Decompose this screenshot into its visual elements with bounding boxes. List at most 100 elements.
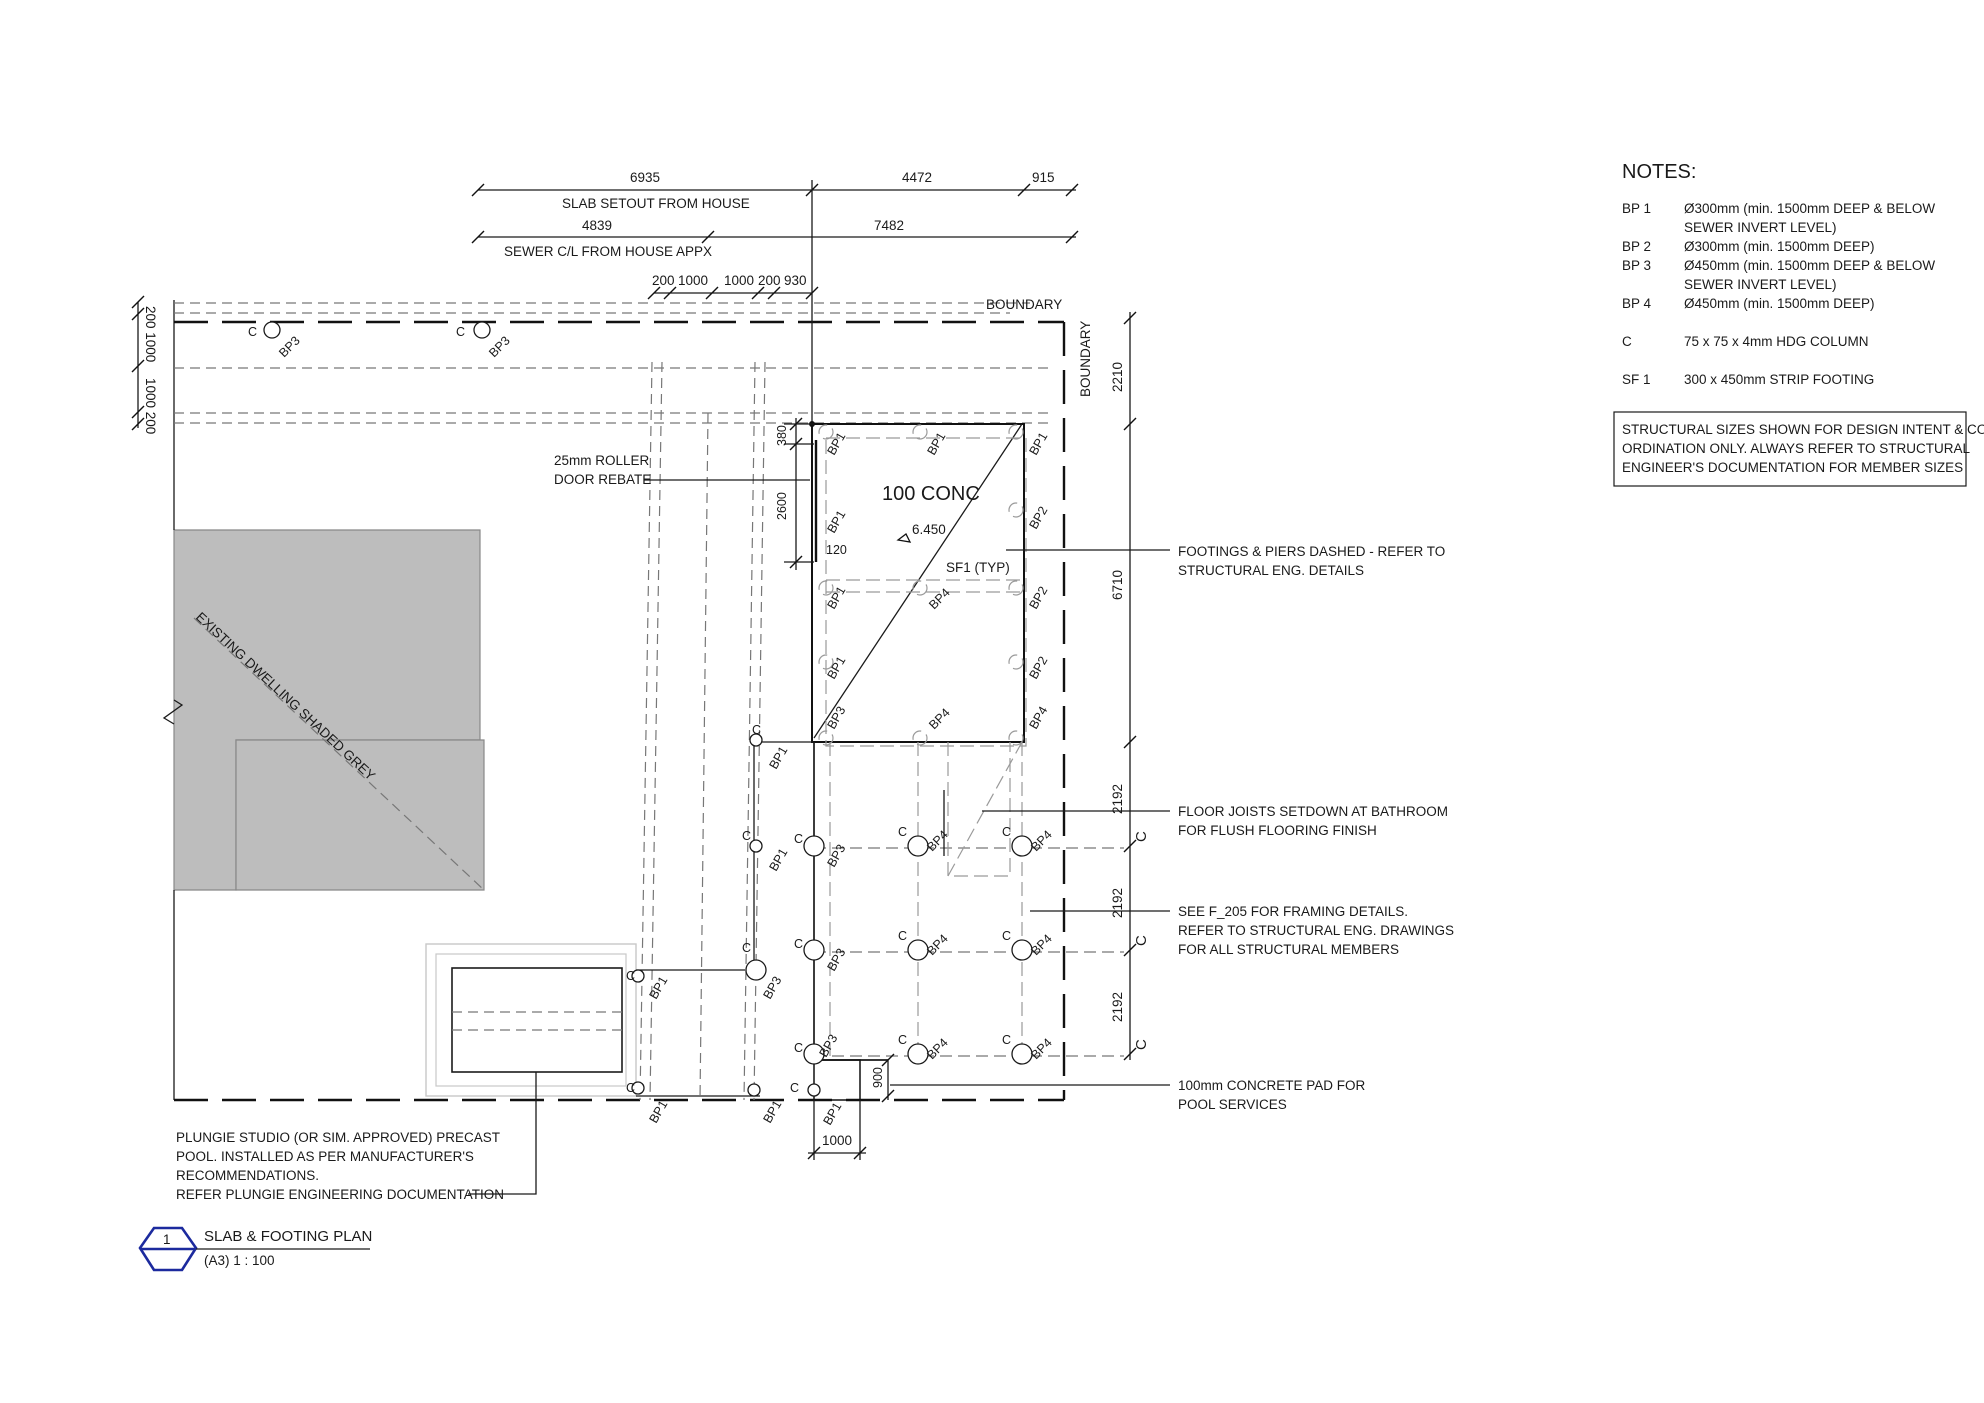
notes-disclaimer-box — [1613, 411, 1967, 487]
svg-text:BP1: BP1 — [766, 744, 790, 772]
dimensions-top: 6935 4472 915 SLAB SETOUT FROM HOUSE 483… — [471, 170, 1079, 440]
svg-text:C: C — [1002, 1033, 1011, 1047]
pier-c-4 — [631, 1081, 645, 1095]
note-text-bp2: Ø300mm (min. 1500mm DEEP) — [1684, 239, 1875, 254]
note-text-bp3-a: Ø450mm (min. 1500mm DEEP & BELOW — [1684, 258, 1935, 273]
svg-text:C: C — [898, 825, 907, 839]
pier-bp4-f — [1011, 1043, 1033, 1065]
dim-1000-a: 1000 — [678, 273, 708, 288]
svg-text:BP1: BP1 — [824, 654, 848, 682]
note-text-bp1-a: Ø300mm (min. 1500mm DEEP & BELOW — [1684, 201, 1935, 216]
pier-bp4-b — [1011, 835, 1033, 857]
sf1-label: SF1 (TYP) — [946, 560, 1010, 575]
svg-text:C: C — [898, 1033, 907, 1047]
existing-dwelling: EXISTING DWELLING SHADED GREY — [162, 300, 485, 1100]
svg-text:C: C — [790, 1081, 799, 1095]
pier-bp3-f — [803, 1043, 825, 1065]
slab-label: 100 CONC — [882, 483, 980, 505]
footings-note-1: FOOTINGS & PIERS DASHED - REFER TO — [1178, 544, 1445, 559]
svg-text:BP2: BP2 — [1026, 584, 1050, 612]
svg-text:BP1: BP1 — [760, 1098, 784, 1126]
dim-4472: 4472 — [902, 170, 932, 185]
garage-slab: 100 CONC 6.450 SF1 (TYP) — [811, 423, 1027, 747]
dimensions-slab-edge: 380 2600 120 900 1000 — [775, 417, 895, 1160]
svg-text:BP3: BP3 — [824, 946, 848, 974]
framing-note-3: FOR ALL STRUCTURAL MEMBERS — [1178, 942, 1399, 957]
dim-2210: 2210 — [1110, 362, 1125, 392]
pool-note-1: PLUNGIE STUDIO (OR SIM. APPROVED) PRECAS… — [176, 1130, 500, 1145]
dim-2192-c: 2192 — [1110, 992, 1125, 1022]
svg-text:BP4: BP4 — [924, 931, 951, 958]
dim-left-stack-2: 1000 200 — [143, 378, 158, 434]
joists-note-2: FOR FLUSH FLOORING FINISH — [1178, 823, 1377, 838]
dim-200-a: 200 — [652, 273, 675, 288]
drawing-number: 1 — [163, 1232, 171, 1247]
note-code-bp4: BP 4 — [1622, 296, 1652, 311]
pool-note-2: POOL. INSTALLED AS PER MANUFACTURER'S — [176, 1149, 474, 1164]
svg-text:C: C — [898, 929, 907, 943]
svg-text:BP1: BP1 — [646, 974, 670, 1002]
note-code-bp3: BP 3 — [1622, 258, 1651, 273]
notes-panel: NOTES: BP 1 Ø300mm (min. 1500mm DEEP & B… — [1613, 161, 1984, 487]
note-text-sf1: 300 x 450mm STRIP FOOTING — [1684, 372, 1874, 387]
boundary-top-label: BOUNDARY — [986, 297, 1062, 312]
svg-text:C: C — [456, 325, 465, 339]
roller-door-label-2: DOOR REBATE — [554, 472, 651, 487]
centerline-3: C — [1133, 1039, 1150, 1050]
drawing-title-block: 1 SLAB & FOOTING PLAN (A3) 1 : 100 — [138, 1226, 372, 1272]
pier-bp4-a — [907, 835, 929, 857]
svg-text:BP1: BP1 — [646, 1098, 670, 1126]
svg-text:BP2: BP2 — [1026, 504, 1050, 532]
dim-2192-b: 2192 — [1110, 888, 1125, 918]
pier-c-1 — [749, 733, 763, 747]
svg-text:BP3: BP3 — [760, 974, 784, 1002]
note-code-bp1: BP 1 — [1622, 201, 1651, 216]
disclaimer-line-2: ORDINATION ONLY. ALWAYS REFER TO STRUCTU… — [1622, 441, 1971, 456]
dim-4839: 4839 — [582, 218, 612, 233]
svg-text:C: C — [794, 1041, 803, 1055]
svg-text:BP4: BP4 — [926, 705, 953, 732]
svg-text:BP3: BP3 — [486, 333, 513, 360]
svg-text:BP4: BP4 — [1028, 827, 1055, 854]
dim-1000-c: 1000 — [822, 1133, 852, 1148]
dim-left-stack-1: 200 1000 — [143, 306, 158, 362]
svg-text:C: C — [742, 941, 751, 955]
dim-915: 915 — [1032, 170, 1055, 185]
drawing-title: SLAB & FOOTING PLAN — [204, 1228, 372, 1245]
svg-text:BP1: BP1 — [824, 430, 848, 458]
svg-text:BP2: BP2 — [1026, 654, 1050, 682]
svg-text:BP3: BP3 — [824, 842, 848, 870]
level-label: 6.450 — [912, 522, 946, 537]
dimensions-left: 200 1000 1000 200 — [131, 295, 158, 434]
svg-text:C: C — [626, 1081, 635, 1095]
dim-930: 930 — [784, 273, 807, 288]
dim-120: 120 — [826, 543, 847, 557]
svg-text:BP1: BP1 — [924, 430, 948, 458]
pier-c-6 — [807, 1083, 821, 1097]
note-text-bp4: Ø450mm (min. 1500mm DEEP) — [1684, 296, 1875, 311]
note-text-bp3-b: SEWER INVERT LEVEL) — [1684, 277, 1837, 292]
pier-c-3 — [631, 969, 645, 983]
pier-bp4-e — [907, 1043, 929, 1065]
callouts: 25mm ROLLER DOOR REBATE FOOTINGS & PIERS… — [176, 453, 1454, 1202]
svg-text:BP1: BP1 — [820, 1100, 844, 1128]
pier-bp4-c — [907, 939, 929, 961]
pad-note-1: 100mm CONCRETE PAD FOR — [1178, 1078, 1366, 1093]
boundary-lines: BOUNDARY BOUNDARY — [174, 297, 1093, 1102]
svg-text:BP1: BP1 — [824, 508, 848, 536]
dim-6710: 6710 — [1110, 570, 1125, 600]
svg-text:BP4: BP4 — [924, 1035, 951, 1062]
pool-note-4: REFER PLUNGIE ENGINEERING DOCUMENTATION — [176, 1187, 504, 1202]
dim-900: 900 — [871, 1067, 885, 1088]
pier-bp3-c — [745, 959, 767, 981]
svg-text:BP3: BP3 — [824, 704, 848, 732]
pier-bp3-b — [473, 321, 491, 339]
svg-text:C: C — [794, 832, 803, 846]
pier-bp3-d — [803, 835, 825, 857]
dim-200-b: 200 — [758, 273, 781, 288]
dim-380: 380 — [775, 425, 789, 446]
dim-1000-b: 1000 — [724, 273, 754, 288]
svg-text:C: C — [752, 723, 761, 737]
svg-text:BP1: BP1 — [766, 846, 790, 874]
